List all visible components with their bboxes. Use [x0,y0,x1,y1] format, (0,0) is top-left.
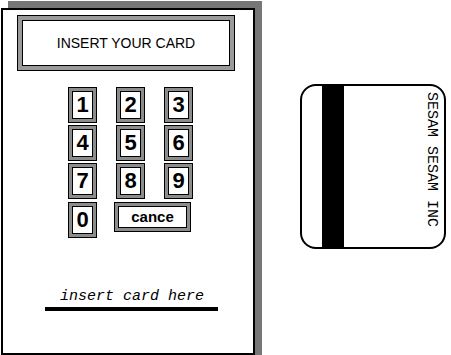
key-label: 7 [72,167,93,195]
keypad-key: 3 [164,87,193,123]
bank-card: SESAM SESAM INC [300,84,446,249]
card-slot [45,307,218,311]
key-label: 8 [120,167,141,195]
slot-label: insert card here [60,288,204,305]
magnetic-stripe [322,85,344,248]
key-label: 4 [72,129,93,157]
keypad-key: 5 [116,125,145,161]
key-label: 5 [120,129,141,157]
key-label: 6 [168,129,189,157]
keypad-key: 6 [164,125,193,161]
keypad-key: 4 [68,125,97,161]
card-imprint: SESAM SESAM INC [423,92,440,227]
display-text: INSERT YOUR CARD [22,20,230,66]
keypad-key: 0 [68,202,97,238]
keypad-key: 1 [68,87,97,123]
key-label: 0 [72,206,93,234]
key-label: 3 [168,91,189,119]
panel-shadow-side [255,1,262,355]
key-label: 9 [168,167,189,195]
key-label: cance [118,206,187,228]
keypad-key: 7 [68,163,97,199]
keypad-key: 8 [116,163,145,199]
cancel-key: cance [114,202,191,232]
key-label: 2 [120,91,141,119]
key-label: 1 [72,91,93,119]
keypad-key: 2 [116,87,145,123]
keypad-key: 9 [164,163,193,199]
display-screen: INSERT YOUR CARD [17,15,235,71]
